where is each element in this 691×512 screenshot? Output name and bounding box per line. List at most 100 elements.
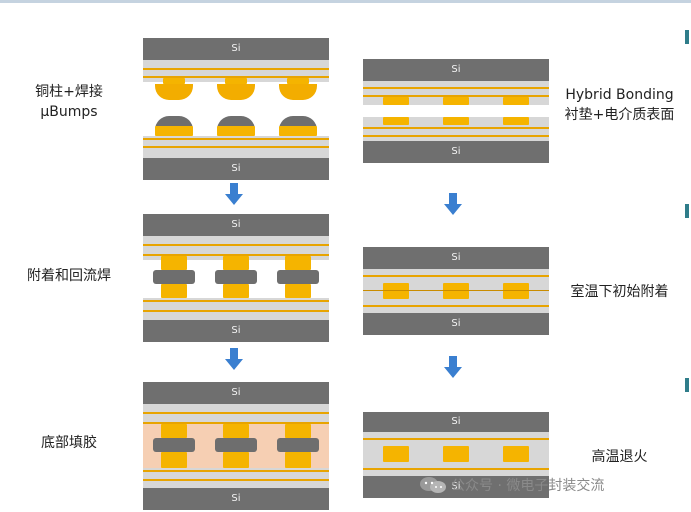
copper-pad [383, 283, 409, 299]
top-border-line [0, 0, 691, 3]
down-arrow-icon [444, 193, 462, 215]
label-cu-pillar: 铜柱+焊接 [35, 84, 103, 100]
solder-bump [217, 84, 255, 100]
copper-pad [503, 97, 529, 105]
copper-trace [143, 300, 329, 302]
silicon-die-top: Si [143, 382, 329, 404]
copper-trace [143, 254, 329, 256]
copper-pillar [161, 284, 187, 298]
copper-trace [363, 95, 549, 97]
dielectric-layer [143, 468, 329, 488]
copper-trace [363, 275, 549, 277]
copper-pad [503, 446, 529, 462]
solder-bump [279, 84, 317, 100]
silicon-die-top: Si [143, 38, 329, 60]
copper-trace [143, 244, 329, 246]
silicon-die-bottom: Si [143, 320, 329, 342]
solder-joint [215, 438, 257, 452]
copper-pillar [223, 256, 249, 270]
label-pad-surface: 衬垫+电介质表面 [564, 107, 675, 123]
watermark: 公众号 · 微电子封装交流 [419, 475, 604, 495]
diagram-ubump-underfill: Si Si [143, 382, 329, 510]
step-label-hybrid-bonding: Hybrid Bonding 衬垫+电介质表面 [548, 85, 691, 125]
copper-trace [363, 438, 549, 440]
copper-pillar [161, 452, 187, 468]
copper-trace [143, 422, 329, 424]
copper-trace [143, 412, 329, 414]
silicon-die-bottom: Si [143, 488, 329, 510]
silicon-die-bottom: Si [143, 158, 329, 180]
copper-trace [363, 305, 549, 307]
copper-trace [143, 68, 329, 70]
copper-pad [287, 78, 309, 84]
copper-trace [143, 310, 329, 312]
solder-joint [153, 438, 195, 452]
label-room-temp-attach: 室温下初始附着 [570, 284, 669, 300]
silicon-die-top: Si [143, 214, 329, 236]
solder-joint [277, 438, 319, 452]
copper-pad [503, 283, 529, 299]
diagram-hybrid-separated: Si Si [363, 59, 549, 163]
copper-pillar [223, 452, 249, 468]
copper-pad [383, 97, 409, 105]
watermark-text: 公众号 · 微电子封装交流 [451, 478, 605, 494]
copper-pillar [161, 256, 187, 270]
wechat-logo-icon [420, 477, 446, 493]
copper-trace [363, 87, 549, 89]
step-label-cu-pillar: 铜柱+焊接 µBumps [0, 82, 138, 122]
silicon-die-top: Si [363, 412, 549, 432]
copper-trace [143, 479, 329, 481]
copper-pad [443, 97, 469, 105]
edge-marker [685, 30, 689, 44]
diagram-ubump-reflowed: Si Si [143, 214, 329, 342]
diagram-hybrid-attached: Si Si [363, 247, 549, 335]
diagram-hybrid-annealed: Si Si [363, 412, 549, 498]
edge-marker [685, 204, 689, 218]
bond-interface [363, 290, 549, 291]
copper-pillar [155, 126, 193, 136]
copper-pad [383, 446, 409, 462]
dielectric-layer [143, 404, 329, 424]
solder-bump [155, 84, 193, 100]
copper-trace [143, 470, 329, 472]
copper-pad [443, 283, 469, 299]
copper-pillar [217, 126, 255, 136]
solder-joint [215, 270, 257, 284]
copper-trace [363, 468, 549, 470]
edge-marker [685, 378, 689, 392]
down-arrow-icon [444, 356, 462, 378]
copper-pillar [285, 284, 311, 298]
copper-pillar [285, 256, 311, 270]
copper-pillar [223, 284, 249, 298]
copper-pad [383, 117, 409, 125]
copper-pad [503, 117, 529, 125]
copper-pillar [285, 452, 311, 468]
label-underfill: 底部填胶 [41, 435, 97, 451]
copper-pad [225, 78, 247, 84]
copper-trace [363, 135, 549, 137]
solder-joint [277, 270, 319, 284]
solder-joint [153, 270, 195, 284]
label-attach-reflow: 附着和回流焊 [27, 268, 111, 284]
silicon-die-top: Si [363, 247, 549, 269]
copper-pillar [161, 424, 187, 438]
silicon-die-top: Si [363, 59, 549, 81]
label-ubumps: µBumps [40, 104, 98, 120]
copper-trace [143, 138, 329, 140]
copper-pillar [285, 424, 311, 438]
diagram-ubump-separated: Si Si [143, 38, 329, 180]
down-arrow-icon [225, 183, 243, 205]
copper-pad [163, 78, 185, 84]
copper-pad [443, 117, 469, 125]
copper-pad [443, 446, 469, 462]
label-anneal: 高温退火 [591, 449, 648, 465]
dielectric-layer [143, 298, 329, 320]
copper-pillar [223, 424, 249, 438]
silicon-die-bottom: Si [363, 141, 549, 163]
copper-pillar [279, 126, 317, 136]
silicon-die-bottom: Si [363, 313, 549, 335]
copper-trace [363, 127, 549, 129]
copper-trace [143, 146, 329, 148]
label-hybrid-bonding: Hybrid Bonding [565, 87, 674, 103]
copper-trace [143, 76, 329, 78]
